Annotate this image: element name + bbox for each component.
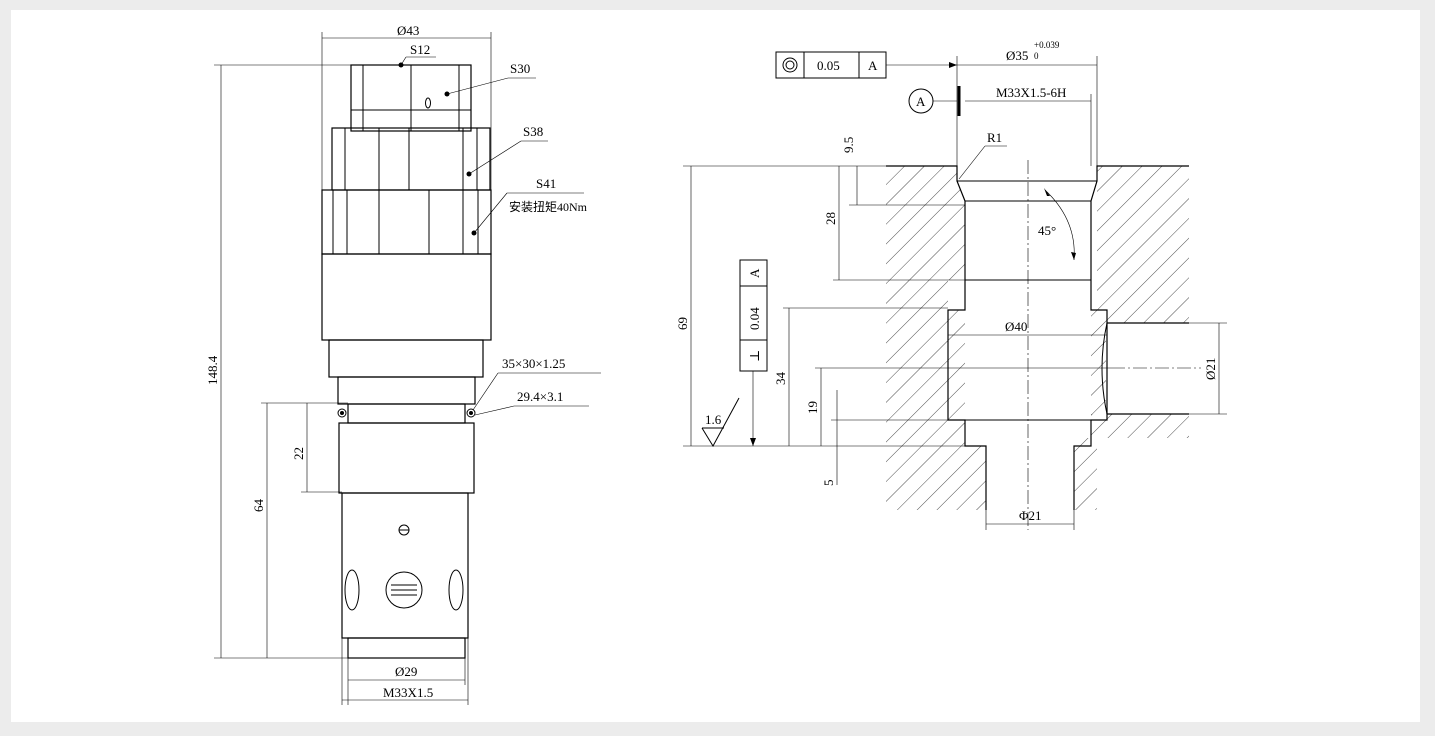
leader-s38: S38 xyxy=(468,124,548,175)
torque-label: 安装扭矩40Nm xyxy=(509,199,588,214)
perp-symbol: ⊥ xyxy=(747,350,762,362)
roughness-symbol: 1.6 xyxy=(701,397,740,448)
valve-body xyxy=(321,253,492,659)
depth-9-5: 9.5 xyxy=(841,137,856,153)
dim-dia-40: Ø40 xyxy=(948,319,1107,336)
depth-69: 69 xyxy=(675,317,690,330)
perp-datum: A xyxy=(747,268,762,278)
thread-label: M33X1.5 xyxy=(383,685,433,700)
leader-s12: S12 xyxy=(400,42,436,66)
dia-21-side-label: Ø21 xyxy=(1203,358,1218,380)
s12-label: S12 xyxy=(410,42,430,57)
leader-oring-1: 35×30×1.25 xyxy=(472,356,601,411)
dia-29-label: Ø29 xyxy=(395,664,417,679)
dim-34: 34 xyxy=(773,307,948,446)
dim-dia-21-side: Ø21 xyxy=(1189,322,1227,415)
datum-a: A xyxy=(908,86,961,116)
leader-s41: S41 安装扭矩40Nm xyxy=(473,176,588,234)
dim-thread-m33: M33X1.5 xyxy=(342,685,468,701)
dim-9-5: 9.5 xyxy=(841,137,965,206)
dim-69: 69 xyxy=(675,165,965,447)
angle-45: 45° xyxy=(1038,188,1076,261)
concentricity-datum: A xyxy=(868,58,878,73)
len-22-label: 22 xyxy=(291,447,306,460)
bore-dia-label: Ø35 xyxy=(1006,48,1028,63)
concentricity-tol: 0.05 xyxy=(817,58,840,73)
thread-6h-label: M33X1.5-6H xyxy=(996,85,1066,100)
technical-drawing: Ø43 S12 S30 S38 S41 安装扭矩40Nm 35×30×1.25 xyxy=(205,23,1227,705)
hex-nut-s30 xyxy=(350,62,472,132)
dia-43-label: Ø43 xyxy=(397,23,419,38)
leader-s30: S30 xyxy=(446,61,536,95)
perp-tol: 0.04 xyxy=(747,307,762,330)
dim-dia-29: Ø29 xyxy=(341,638,469,705)
angle-label: 45° xyxy=(1038,223,1056,238)
roughness-label: 1.6 xyxy=(705,412,722,427)
datum-a-label: A xyxy=(916,94,926,109)
dim-dia-21-bottom: Φ21 xyxy=(985,508,1075,530)
depth-5: 5 xyxy=(821,480,836,487)
depth-28: 28 xyxy=(823,212,838,225)
hex-nut-s41 xyxy=(321,189,492,255)
oring1-label: 35×30×1.25 xyxy=(502,356,565,371)
s30-label: S30 xyxy=(510,61,530,76)
dim-dia-43: Ø43 xyxy=(321,23,492,190)
hex-nut-s38 xyxy=(331,127,491,191)
depth-34: 34 xyxy=(773,372,788,386)
dim-5: 5 xyxy=(821,390,948,486)
dim-len-22: 22 xyxy=(291,403,342,493)
dim-28: 28 xyxy=(823,166,965,281)
oring2-label: 29.4×3.1 xyxy=(517,389,563,404)
cavity-section: 45° R1 0.05 A Ø35 +0.039 0 xyxy=(675,40,1227,530)
tol-lower: 0 xyxy=(1034,51,1039,61)
dim-len-148: 148.4 xyxy=(205,64,351,659)
len-148-label: 148.4 xyxy=(205,355,220,385)
dim-19: 19 xyxy=(805,367,1111,446)
dim-len-64: 64 xyxy=(251,402,348,658)
drawing-sheet: Ø43 S12 S30 S38 S41 安装扭矩40Nm 35×30×1.25 xyxy=(11,10,1420,722)
leader-oring-2: 29.4×3.1 xyxy=(474,389,589,416)
tol-upper: +0.039 xyxy=(1034,40,1060,50)
len-64-label: 64 xyxy=(251,499,266,513)
dia-21-bottom-label: Φ21 xyxy=(1019,508,1042,523)
dim-dia-35: Ø35 +0.039 0 xyxy=(956,40,1098,166)
s41-label: S41 xyxy=(536,176,556,191)
dim-thread-m33-6h: M33X1.5-6H xyxy=(965,85,1092,166)
valve-elevation: Ø43 S12 S30 S38 S41 安装扭矩40Nm 35×30×1.25 xyxy=(205,23,601,705)
dia-40-label: Ø40 xyxy=(1005,319,1027,334)
radius-label: R1 xyxy=(987,130,1002,145)
depth-19: 19 xyxy=(805,401,820,414)
s38-label: S38 xyxy=(523,124,543,139)
hatched-material xyxy=(886,166,1189,510)
concentricity-frame: 0.05 A xyxy=(775,51,957,79)
leader-r1: R1 xyxy=(958,130,1007,180)
perpendicularity-frame: A 0.04 ⊥ xyxy=(739,259,768,446)
